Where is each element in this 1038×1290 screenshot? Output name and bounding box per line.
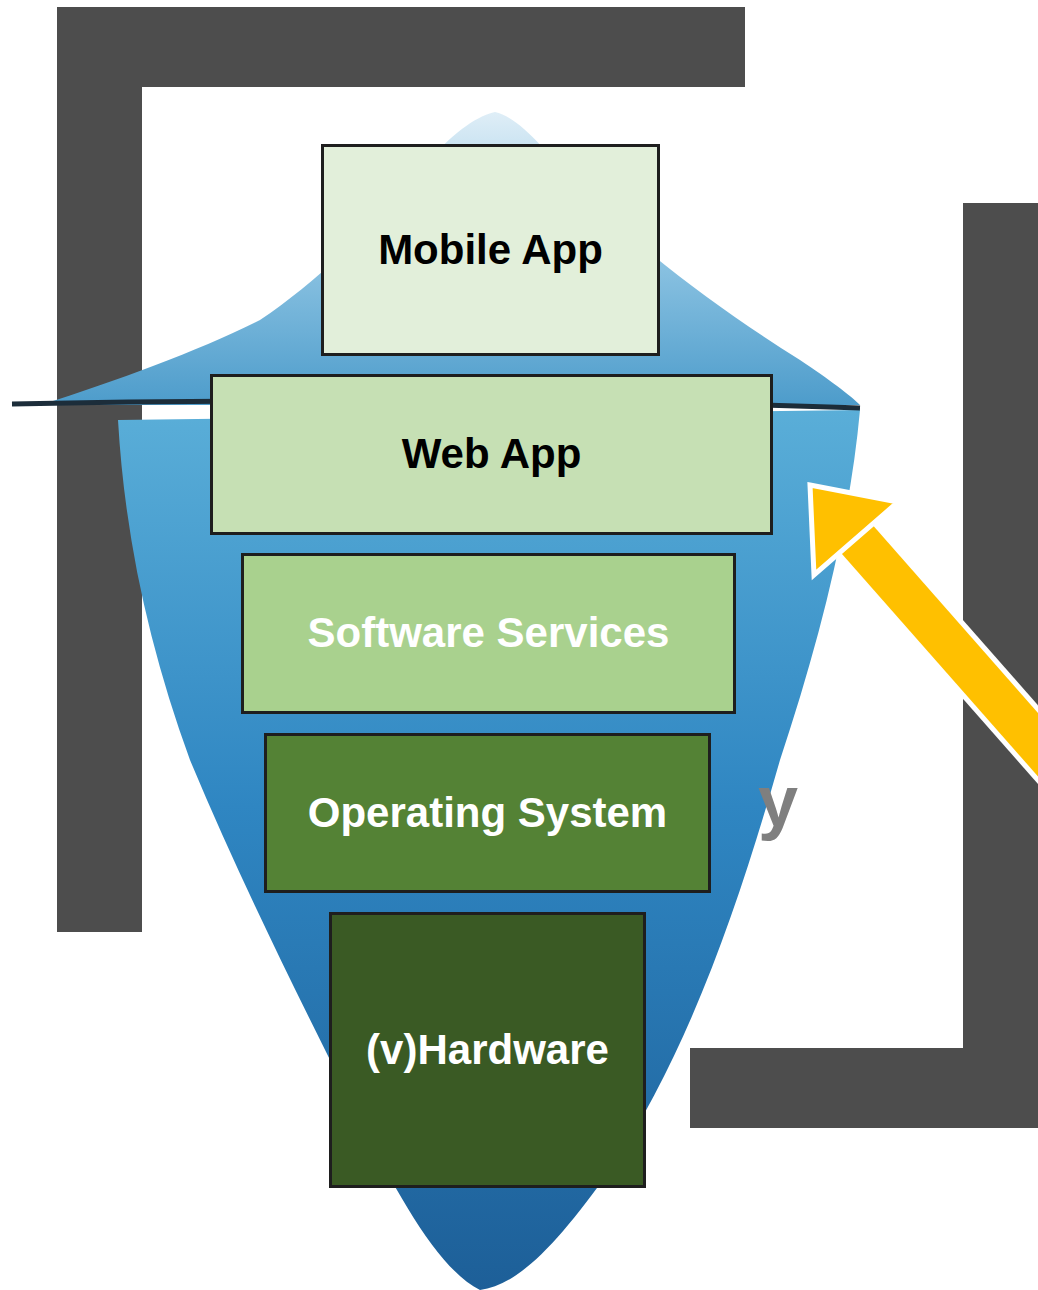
layer-label: Web App [402,430,582,478]
layer-label: (v)Hardware [366,1026,609,1074]
layer-label: Operating System [308,789,667,837]
arrow-shaft [856,538,1038,781]
bracket-bar [690,1048,1038,1128]
arrow-head [810,485,898,575]
layer-label: Software Services [308,609,670,657]
layer-box: (v)Hardware [329,912,646,1188]
bracket-bar [57,7,745,87]
watermark-text: y [758,760,798,842]
layer-box: Web App [210,374,773,535]
arrow-outline [856,538,1038,781]
layer-box: Operating System [264,733,711,893]
layer-box: Mobile App [321,144,660,356]
layer-box: Software Services [241,553,736,714]
iceberg-body [118,410,860,1290]
layer-label: Mobile App [378,226,603,274]
iceberg-tip [40,112,860,405]
